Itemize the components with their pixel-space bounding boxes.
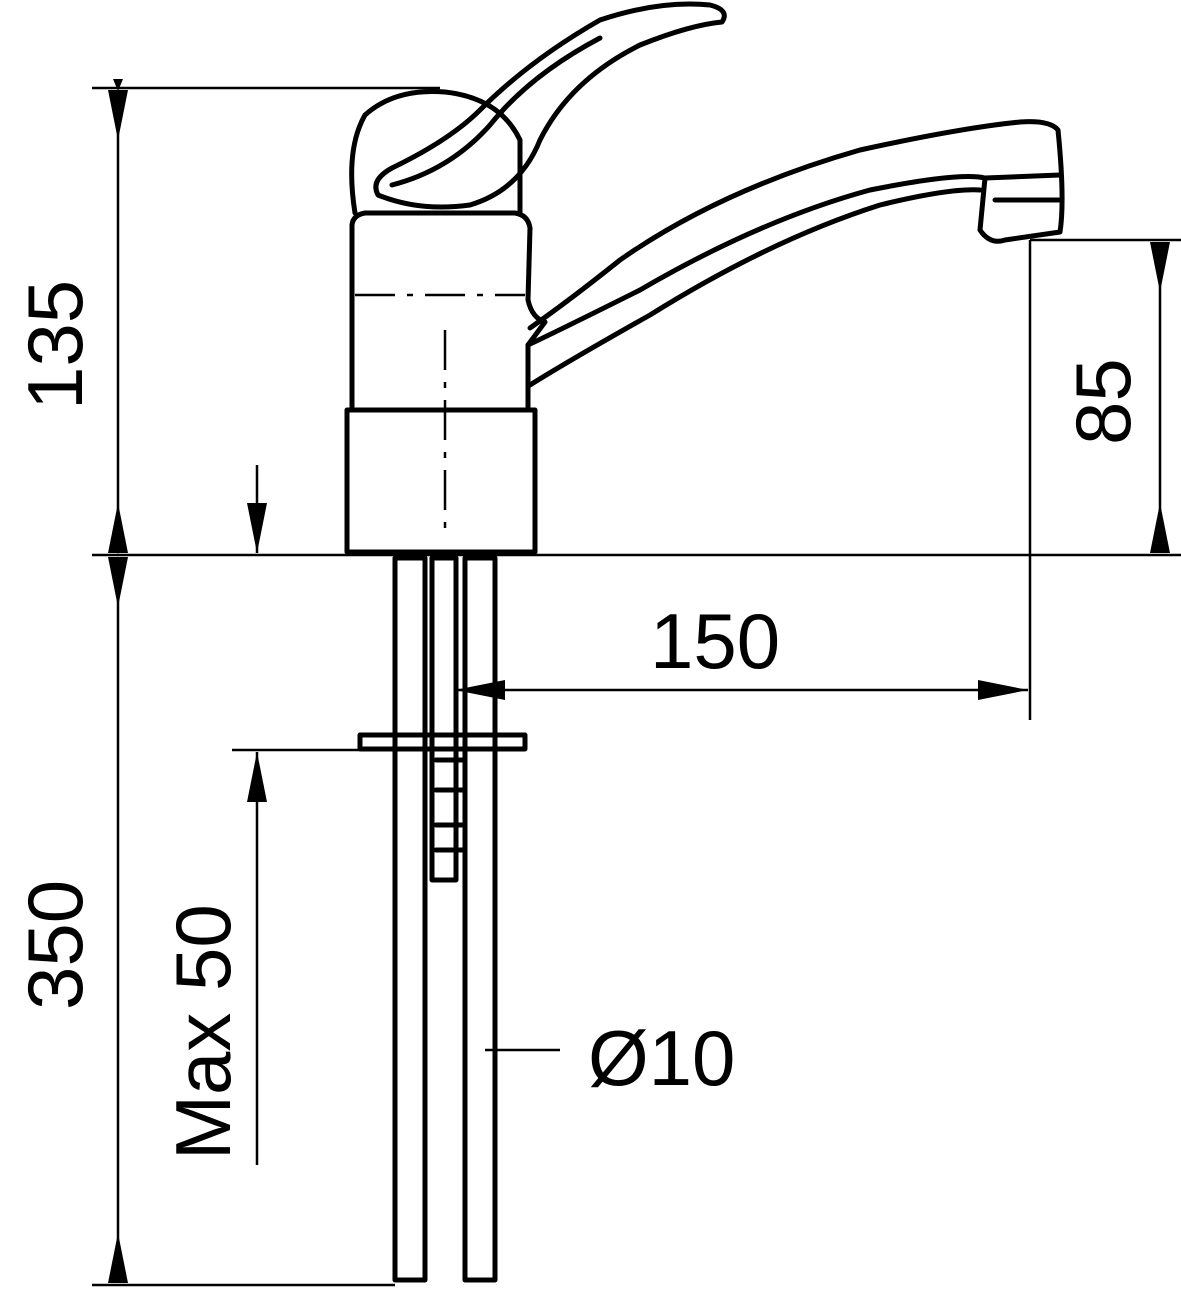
- dimension-max-50: [247, 465, 267, 1165]
- label-150: 150: [650, 597, 780, 685]
- dimension-85: [1150, 242, 1170, 553]
- label-135: 135: [11, 280, 99, 410]
- mounting-flange: [357, 732, 528, 752]
- supply-pipes: [357, 555, 528, 1283]
- label-85: 85: [1059, 358, 1147, 445]
- lever-handle: [373, 1, 727, 210]
- dimension-135: [108, 79, 128, 554]
- label-diameter-10: Ø10: [588, 1014, 735, 1102]
- tap-body: [344, 89, 548, 555]
- label-350: 350: [11, 880, 99, 1010]
- dimension-150: [455, 680, 1028, 700]
- label-max-50: Max 50: [159, 904, 247, 1160]
- spout: [525, 119, 1065, 388]
- dimension-350: [108, 557, 128, 1283]
